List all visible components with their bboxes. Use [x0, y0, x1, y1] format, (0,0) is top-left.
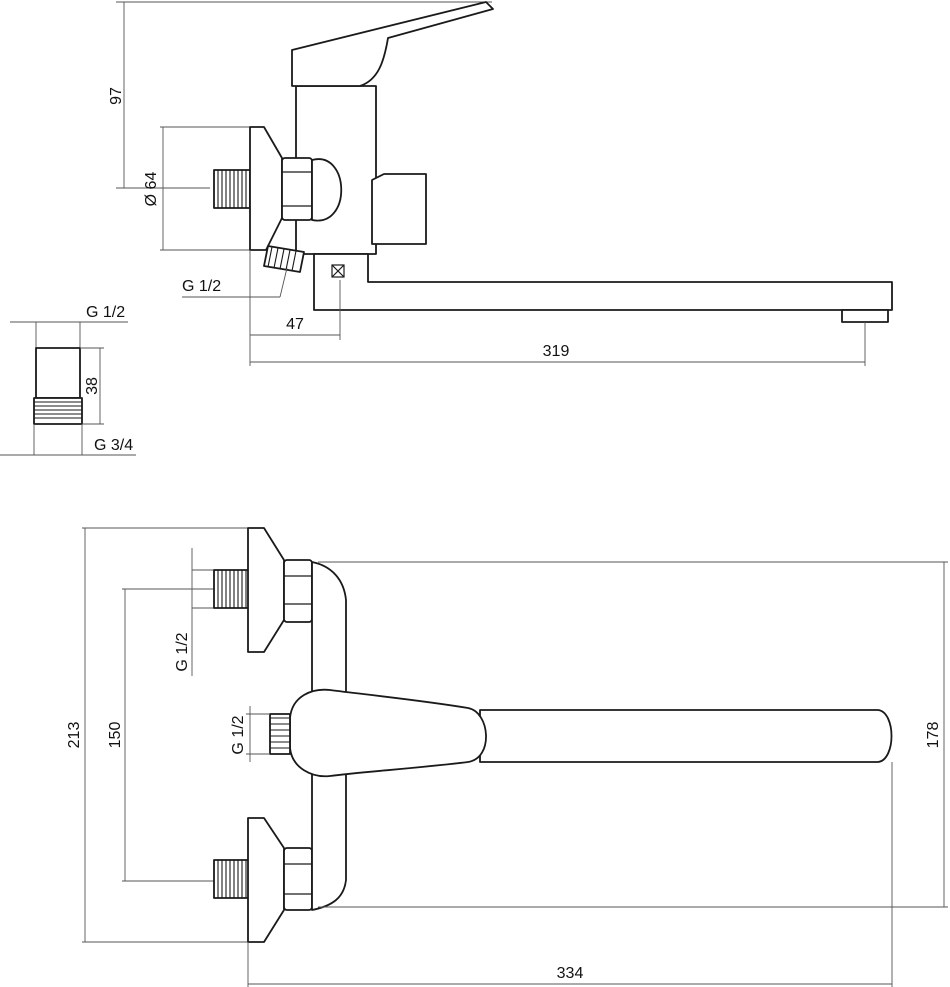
- connector-thread: [33, 397, 83, 425]
- label-inlet-thread-side: G 1/2: [182, 278, 221, 295]
- side-view: 97 Ø 64: [108, 1, 893, 366]
- connector-detail: G 1/2 38 G 3/4: [0, 304, 136, 456]
- middle-thread: [269, 713, 291, 755]
- dimension-97: 97: [108, 87, 125, 105]
- wall-flange-side: [249, 126, 283, 251]
- diverter-knob-side: [371, 173, 427, 245]
- label-middle-thread: G 1/2: [230, 715, 247, 754]
- lever-handle-side: [291, 1, 494, 87]
- cartridge-housing-side: [311, 158, 343, 222]
- inlet-thread-side: [213, 169, 251, 209]
- top-view: 213 150 G 1/2: [66, 527, 948, 987]
- connection-nut-side: [281, 157, 313, 221]
- upper-inlet-thread: [213, 569, 251, 609]
- aerator-side: [841, 309, 889, 323]
- lower-wall-flange: [247, 817, 285, 943]
- connector-body: [35, 347, 81, 399]
- lever-handle-top: [289, 688, 487, 778]
- spout-side: [313, 253, 893, 311]
- label-connector-top-thread: G 1/2: [86, 304, 125, 321]
- dimension-319: 319: [543, 343, 570, 360]
- lower-nut: [283, 847, 313, 911]
- dimension-38: 38: [84, 377, 101, 395]
- dimension-334: 334: [557, 965, 584, 982]
- dimension-diameter-64: Ø 64: [143, 172, 160, 207]
- label-upper-inlet-thread: G 1/2: [174, 632, 191, 671]
- dimension-150: 150: [107, 722, 124, 749]
- dimension-47: 47: [286, 316, 304, 333]
- label-connector-bottom-thread: G 3/4: [94, 437, 133, 454]
- spout-top: [479, 709, 893, 763]
- upper-wall-flange: [247, 527, 285, 653]
- dimension-213: 213: [66, 722, 83, 749]
- upper-nut: [283, 559, 313, 623]
- angled-inlet-side: [263, 245, 305, 273]
- lower-inlet-thread: [213, 859, 251, 899]
- dimension-178: 178: [925, 722, 942, 749]
